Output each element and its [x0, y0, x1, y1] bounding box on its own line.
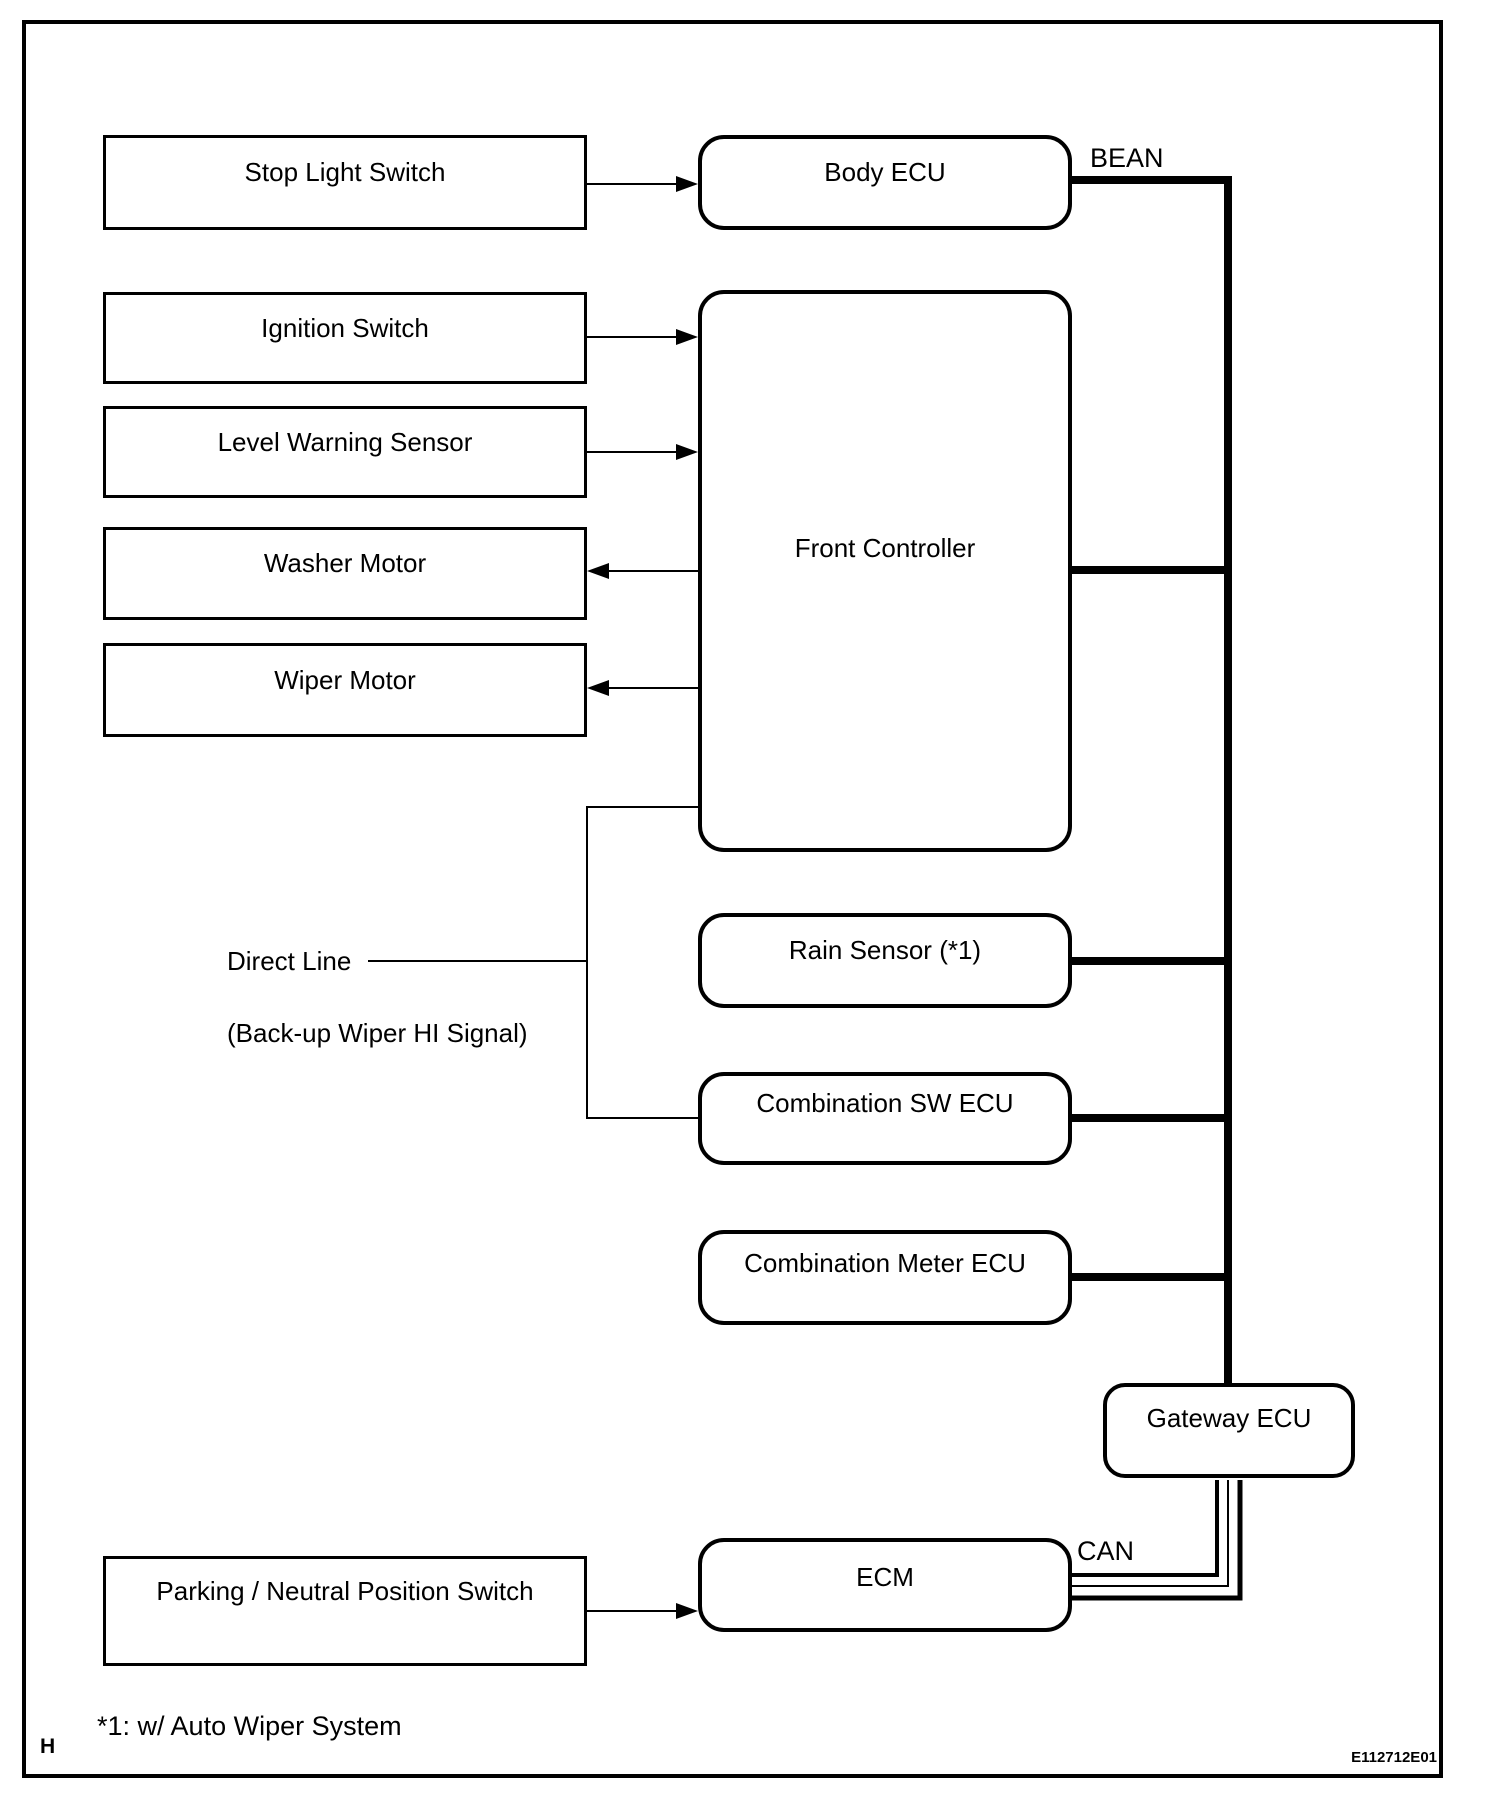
node-label: Front Controller [794, 532, 976, 563]
arrow-stop-light-to-body-ecu [587, 176, 698, 192]
direct-line-path [368, 806, 698, 1119]
node-label: Gateway ECU [1146, 1403, 1312, 1434]
can-bus-lines [1072, 1480, 1243, 1601]
node-parking-neutral-position-switch: Parking / Neutral Position Switch [103, 1556, 587, 1666]
bean-bus-label: BEAN [1090, 143, 1164, 173]
page-marker: H [40, 1735, 56, 1758]
node-label: Rain Sensor (*1) [788, 935, 982, 966]
arrow-front-controller-to-washer-motor [587, 563, 698, 579]
node-label: Combination Meter ECU [744, 1248, 1026, 1279]
arrow-parking-switch-to-ecm [587, 1603, 698, 1619]
drawing-code: E112712E01 [1351, 1749, 1437, 1766]
arrow-level-warning-to-front-controller [587, 444, 698, 460]
direct-line-label: Direct Line [227, 946, 352, 976]
node-combination-meter-ecu: Combination Meter ECU [698, 1230, 1072, 1325]
node-wiper-motor: Wiper Motor [103, 643, 587, 737]
node-label: Level Warning Sensor [217, 426, 473, 457]
node-level-warning-sensor: Level Warning Sensor [103, 406, 587, 498]
node-label: Parking / Neutral Position Switch [156, 1575, 534, 1606]
node-combination-sw-ecu: Combination SW ECU [698, 1072, 1072, 1165]
diagram-border [22, 20, 1443, 1778]
footnote: *1: w/ Auto Wiper System [97, 1711, 402, 1741]
node-label: Washer Motor [263, 548, 427, 579]
arrow-front-controller-to-wiper-motor [587, 680, 698, 696]
node-label: Ignition Switch [261, 312, 429, 343]
node-stop-light-switch: Stop Light Switch [103, 135, 587, 230]
node-washer-motor: Washer Motor [103, 527, 587, 620]
node-body-ecu: Body ECU [698, 135, 1072, 230]
node-ecm: ECM [698, 1538, 1072, 1632]
node-gateway-ecu: Gateway ECU [1103, 1383, 1355, 1478]
node-label: Wiper Motor [274, 664, 416, 695]
node-rain-sensor: Rain Sensor (*1) [698, 913, 1072, 1008]
node-front-controller: Front Controller [698, 290, 1072, 852]
node-label: Stop Light Switch [244, 157, 446, 188]
bean-bus-line [1072, 176, 1232, 1383]
node-ignition-switch: Ignition Switch [103, 292, 587, 384]
can-bus-label: CAN [1077, 1536, 1135, 1566]
direct-line-sublabel: (Back-up Wiper HI Signal) [227, 1018, 528, 1048]
arrow-ignition-to-front-controller [587, 329, 698, 345]
node-label: Combination SW ECU [756, 1088, 1014, 1119]
node-label: Body ECU [824, 157, 946, 188]
node-label: ECM [856, 1561, 914, 1592]
